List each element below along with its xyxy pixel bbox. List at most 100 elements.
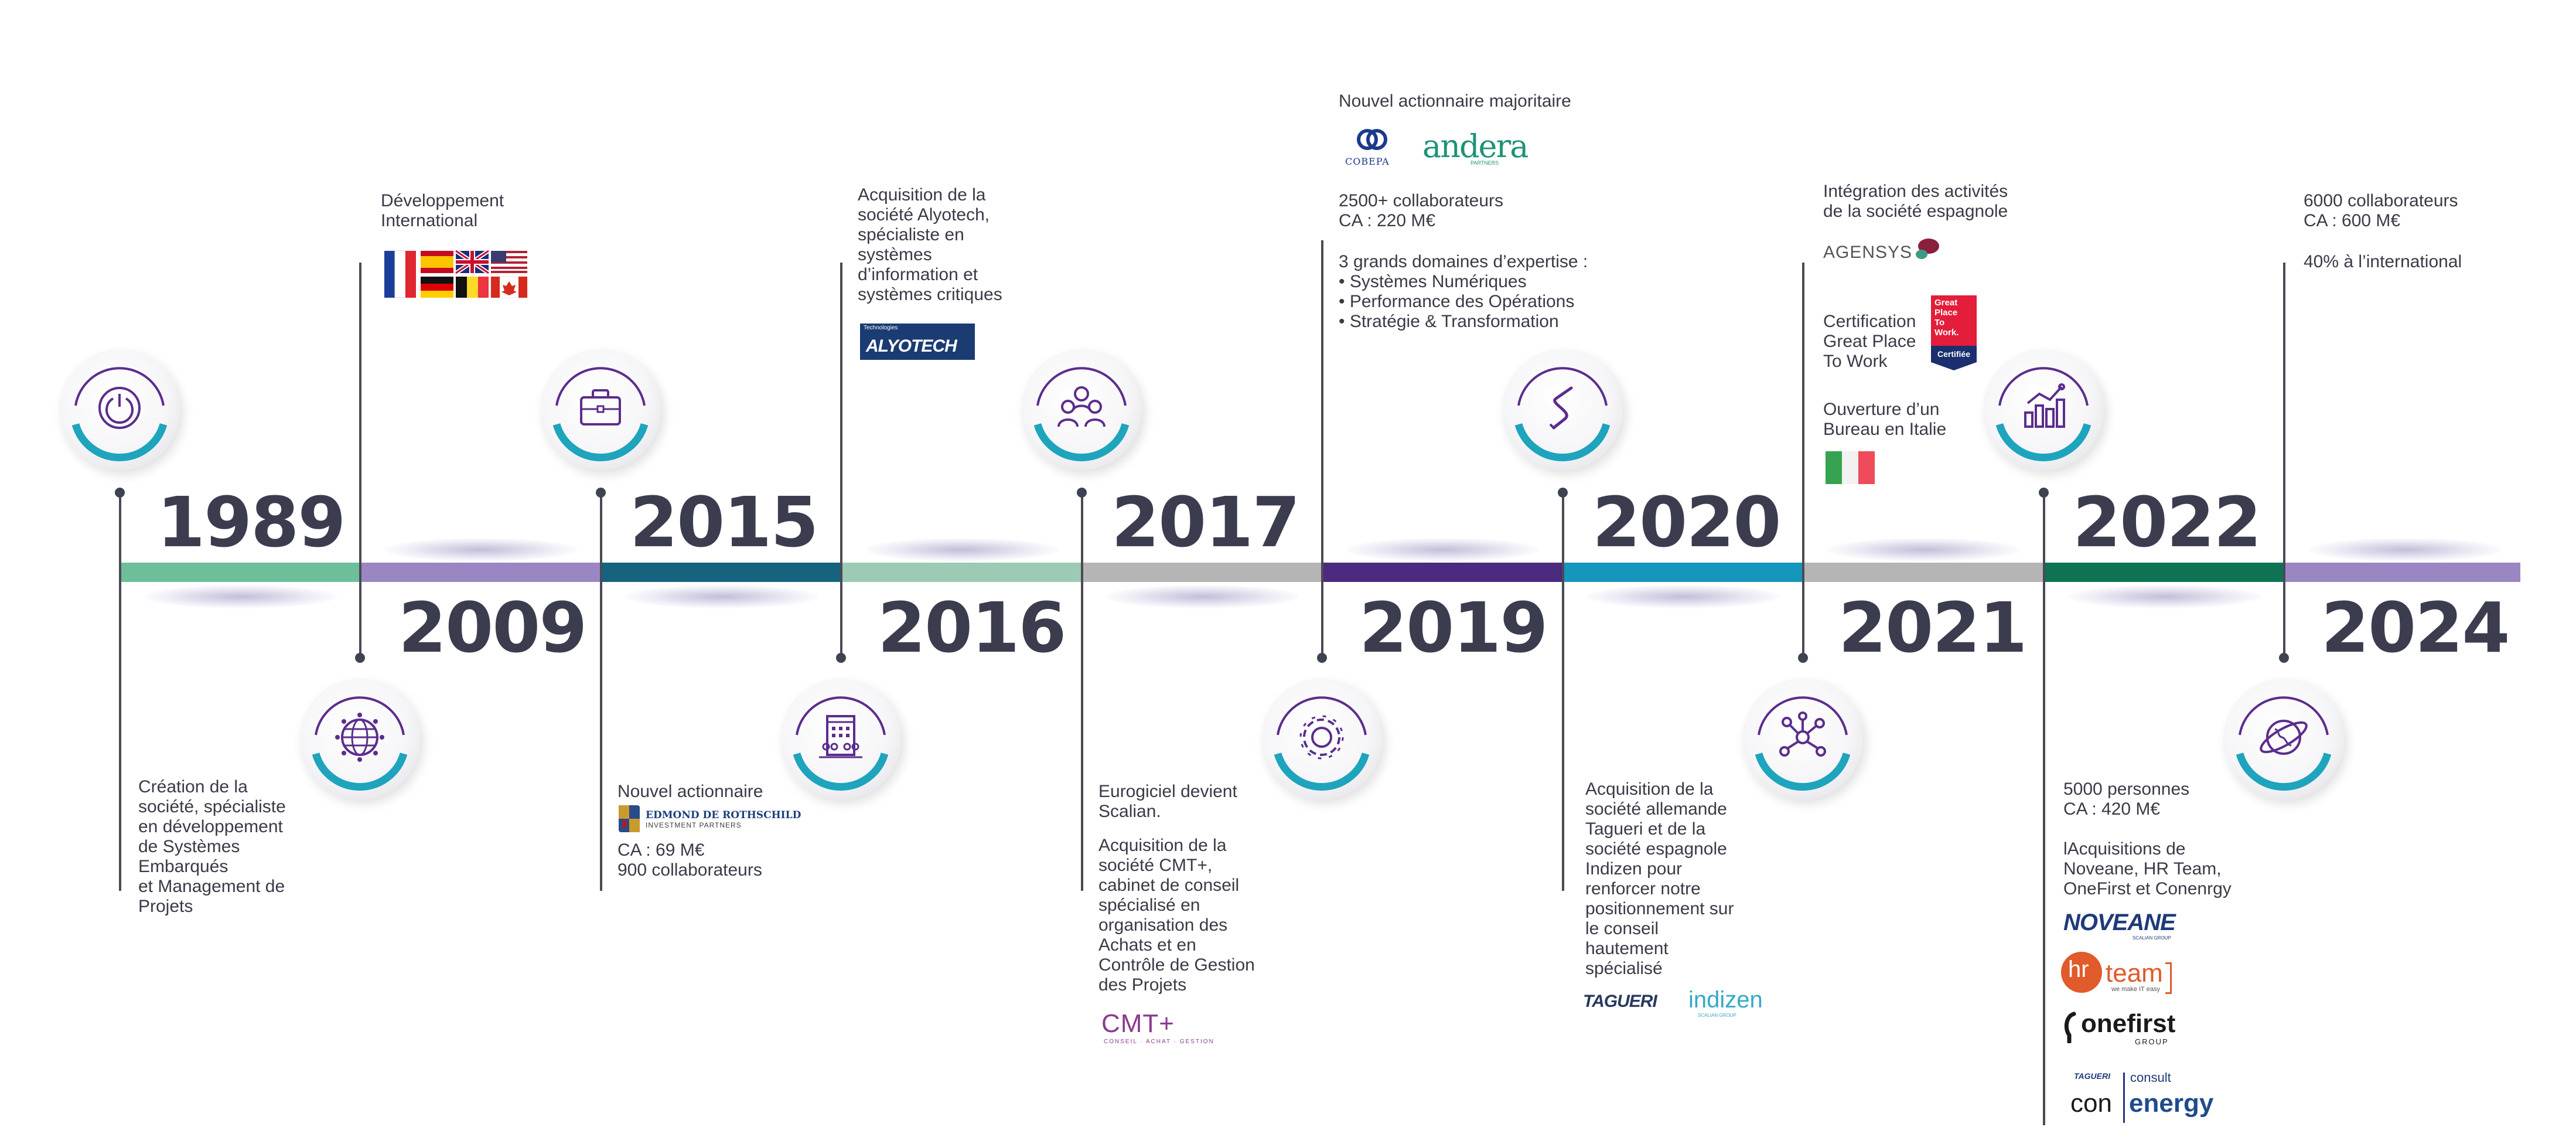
year-1989: 1989	[157, 482, 346, 563]
alyotech-logo-small: Technologies	[864, 325, 898, 331]
event-2022-text-2: lAcquisitions de Noveane, HR Team, OneFi…	[2063, 839, 2232, 898]
year-2016: 2016	[878, 587, 1066, 668]
flag-france-icon	[384, 250, 416, 298]
conenergy-logo-energy: energy	[2129, 1089, 2214, 1118]
year-2024: 2024	[2321, 587, 2510, 668]
agensys-logo: AGENSYS	[1823, 243, 1913, 262]
s-path-icon	[1514, 367, 1611, 462]
hrteam-logo-hr: hr	[2068, 956, 2089, 982]
flag-germany-icon	[421, 277, 453, 298]
growth-chart-icon	[1995, 367, 2091, 462]
icon-circle-2019	[1261, 679, 1382, 799]
agensys-mark-icon	[1916, 239, 1939, 259]
flag-usa-icon	[491, 251, 527, 273]
icon-circle-2009	[299, 679, 420, 799]
icon-circle-1989	[59, 349, 180, 470]
building-icon	[793, 696, 889, 791]
event-2009-text: Développement International	[381, 191, 504, 230]
timeline-segment-1989	[120, 563, 361, 582]
great-place-to-work-badge: Great Place To Work. Certifiée	[1931, 295, 1977, 370]
flag-uk-icon	[455, 250, 490, 275]
year-2015: 2015	[630, 482, 818, 563]
connector-2024	[2283, 263, 2285, 660]
hrteam-logo-bracket	[2165, 962, 2172, 994]
conenergy-logo-small: TAGUERI	[2074, 1071, 2110, 1081]
power-icon	[71, 367, 168, 462]
conenergy-logo-con: con	[2070, 1089, 2112, 1118]
noveane-logo: NOVEANE	[2063, 910, 2176, 935]
connector-2016	[840, 263, 842, 660]
world-icon	[2236, 696, 2332, 791]
briefcase-icon	[552, 367, 649, 462]
onefirst-mark-icon	[2064, 1012, 2076, 1043]
bar-shadow-2022	[2067, 585, 2261, 608]
event-2015-text-2: CA : 69 M€ 900 collaborateurs	[617, 840, 762, 880]
icon-circle-2022	[1983, 349, 2104, 470]
event-2019-text-2: 2500+ collaborateurs CA : 220 M€	[1339, 191, 1504, 230]
bar-shadow-2017	[1106, 585, 1299, 608]
cmt-logo-sub: CONSEIL · ACHAT · GESTION	[1104, 1039, 1214, 1045]
connector-1989	[119, 492, 121, 891]
flags-group	[384, 250, 528, 298]
flag-italy-icon	[1826, 451, 1875, 484]
connector-2015	[600, 492, 602, 891]
alyotech-logo: Technologies ALYOTECH	[860, 324, 975, 360]
cobepa-logo: COBEPA	[1345, 156, 1390, 167]
event-2015-text-1: Nouvel actionnaire	[617, 782, 763, 801]
event-2022-text-1: 5000 personnes CA : 420 M€	[2063, 779, 2190, 819]
bar-shadow-2020	[1586, 585, 1780, 608]
bar-shadow-2015	[625, 585, 818, 608]
bar-shadow-2009	[384, 538, 578, 561]
connector-2021	[1802, 263, 1804, 660]
event-2021-text-3: Ouverture d’un Bureau en Italie	[1823, 400, 1947, 439]
cmt-logo: CMT+	[1101, 1009, 1175, 1038]
connector-dot-2024	[2279, 653, 2289, 663]
year-2017: 2017	[1111, 482, 1300, 563]
timeline-segment-2019	[1322, 563, 1563, 582]
timeline-segment-2017	[1082, 563, 1323, 582]
bar-shadow-2024	[2308, 538, 2502, 561]
bar-shadow-1989	[144, 585, 337, 608]
hrteam-logo-sub: we make IT easy	[2111, 986, 2160, 993]
year-2009: 2009	[398, 587, 587, 668]
connector-2020	[1562, 492, 1564, 891]
icon-circle-2024	[2223, 679, 2344, 799]
connector-dot-1989	[115, 488, 125, 498]
conenergy-logo-divider	[2123, 1072, 2125, 1123]
event-2016-text: Acquisition de la société Alyotech, spéc…	[858, 185, 1002, 304]
year-2020: 2020	[1592, 482, 1781, 563]
indizen-logo: indizen	[1688, 987, 1763, 1013]
hrteam-logo-circle	[2061, 952, 2102, 993]
andera-logo: andera	[1422, 128, 1529, 165]
connector-dot-2017	[1077, 488, 1087, 498]
connector-dot-2019	[1317, 653, 1327, 663]
indizen-logo-sub: SCALIAN GROUP	[1698, 1013, 1736, 1018]
connector-dot-2016	[836, 653, 846, 663]
timeline-segment-2016	[841, 563, 1082, 582]
hrteam-logo-team: team	[2106, 959, 2163, 988]
event-2021-text-1: Intégration des activités de la société …	[1823, 182, 2008, 221]
connector-dot-2020	[1558, 488, 1568, 498]
globe-icon	[312, 696, 408, 791]
bar-shadow-2021	[1827, 538, 2021, 561]
event-2021-text-2: Certification Great Place To Work	[1823, 312, 1916, 371]
onefirst-logo: onefirst	[2081, 1009, 2176, 1038]
event-2024-text-2: 40% à l’international	[2304, 252, 2462, 271]
cobepa-logo-icon	[1357, 129, 1387, 150]
gptw-badge-tail	[1931, 362, 1977, 370]
year-2021: 2021	[1838, 587, 2027, 668]
connector-2022	[2043, 492, 2045, 1125]
connector-2009	[359, 263, 361, 660]
event-1989-text: Création de la société, spécialiste en d…	[138, 777, 286, 916]
connector-2019	[1321, 240, 1323, 660]
flag-spain-icon	[421, 251, 453, 273]
bar-shadow-2019	[1346, 538, 1540, 561]
icon-circle-2015	[540, 349, 661, 470]
alyotech-logo-text: ALYOTECH	[866, 336, 957, 356]
rothschild-logo-bottom: INVESTMENT PARTNERS	[646, 821, 742, 829]
year-2019: 2019	[1359, 587, 1548, 668]
team-icon	[1033, 367, 1130, 462]
flag-belgium-icon	[456, 277, 489, 298]
icon-circle-2016	[780, 679, 901, 799]
gear-icon	[1274, 696, 1370, 791]
